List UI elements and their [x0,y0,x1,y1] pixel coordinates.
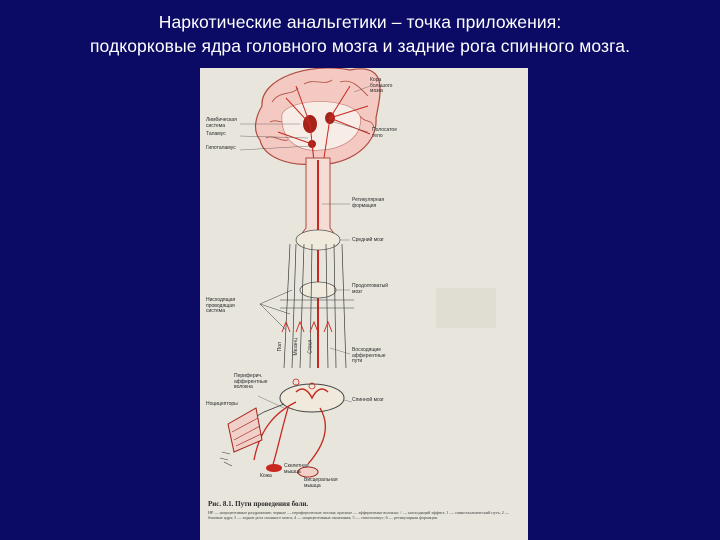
stimulus-marks [219,451,233,467]
spinal-marker-1 [308,382,316,390]
label-striatum: Полосатое тело [372,127,397,139]
label-skin: Кожа [260,473,272,479]
label-cortex: Кора большого мозга [370,77,393,94]
cortex-folds [265,79,375,141]
tract-crossings [280,299,354,309]
label-tract-3: Ствол [307,339,314,354]
label-peripheral: Периферич. афферентные волокна [234,373,268,390]
label-limbic: Лимбическая система [206,117,237,129]
leader-lines [239,85,371,409]
midbrain-section [295,229,341,251]
label-nociceptors: Ноцицепторы [206,401,238,407]
label-tract-1: Пол [276,342,283,352]
title-line-2: подкорковые ядра головного мозга и задни… [89,36,631,56]
pain-pathways-figure: Кора большого мозга Лимбическая система … [200,68,528,540]
skin-block [227,407,263,453]
white-matter [281,101,361,151]
label-tract-2: Мезэнц [292,338,299,356]
label-visceral: Висцеральная мышца [304,477,338,489]
label-medulla: Продолговатый мозг [352,283,388,295]
peripheral-nerves [253,401,326,469]
label-descending: Нисходящая проводящая система [206,297,236,314]
label-muscle: Скелетная мышца [284,463,309,475]
page-texture [436,288,496,328]
label-ascending: Восходящие афферентные пути [352,347,386,364]
visceral-muscle [297,466,319,478]
label-thalamus: Таламус [206,131,226,137]
tract-arrows [281,320,333,333]
medulla-section [299,281,337,299]
caption-title: Рис. 8.1. Пути проведения боли. [208,500,309,508]
spinal-marker-2 [292,378,300,386]
skeletal-muscle [266,464,282,472]
caption-body: НР — ноцицептивное раздражение; черные —… [208,510,510,521]
label-hypothalamus: Гипоталамус [206,145,236,151]
title-line-1: Наркотические анальгетики – точка прилож… [158,12,562,32]
label-midbrain: Средний мозг [352,237,384,243]
pain-pathways-diagram [219,68,496,478]
label-spinal: Спинной мозг [352,397,384,403]
tract-lines [283,243,347,369]
descending-pointers [259,289,293,331]
dorsal-horn [295,388,329,400]
label-reticular: Ретикулярная формация [352,197,385,209]
figure-caption: Рис. 8.1. Пути проведения боли. НР — ноц… [208,500,518,520]
slide-title: Наркотические анальгетики – точка прилож… [0,10,720,58]
